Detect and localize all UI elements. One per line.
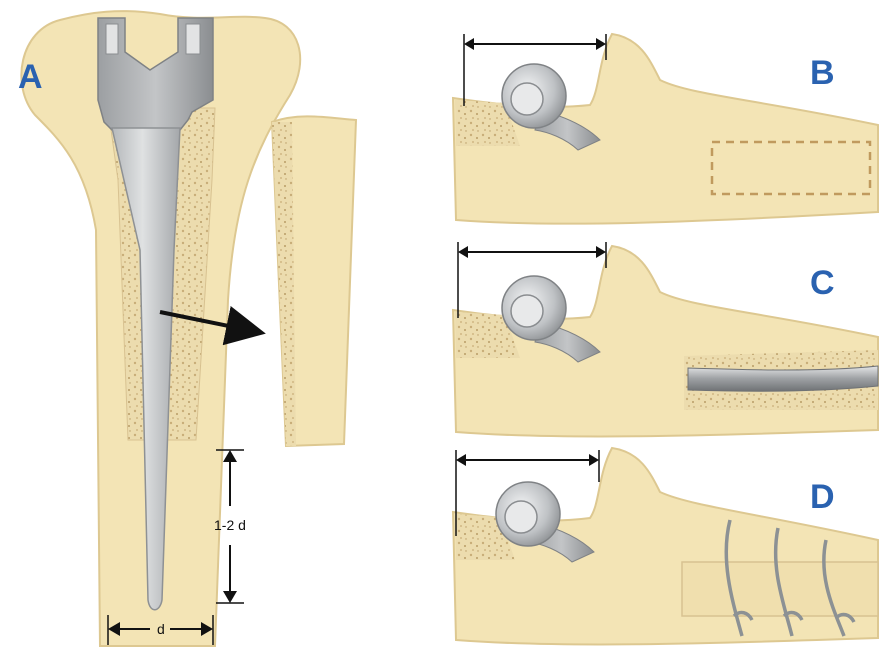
stem-slot-left [106, 24, 118, 54]
panel-b: B [453, 34, 878, 224]
panel-c: C [453, 242, 878, 436]
width-dimension-label: d [157, 621, 165, 637]
panel-d-letter: D [810, 478, 835, 516]
panel-d: D [453, 448, 878, 644]
panel-a: 1-2 d d A [18, 11, 356, 646]
stem-slot-right [186, 24, 200, 54]
panel-b-letter: B [810, 54, 835, 92]
panel-a-letter: A [18, 58, 43, 96]
length-dimension-label: 1-2 d [214, 517, 246, 533]
bone-fragment [272, 116, 356, 446]
panel-c-letter: C [810, 264, 835, 302]
exposed-stem-c [688, 366, 878, 391]
